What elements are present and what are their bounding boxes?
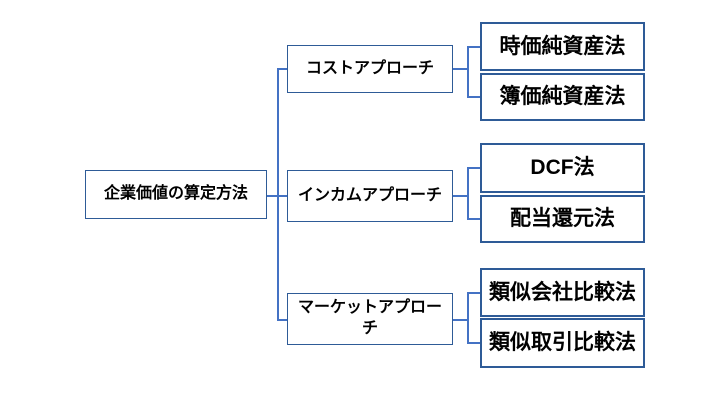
connector-income-horizontal	[453, 195, 468, 197]
market-approach-label: マーケットアプロー チ	[297, 299, 442, 337]
connector-stub-comparable-transaction	[467, 342, 480, 344]
node-dcf-method: DCF法	[480, 143, 645, 193]
connector-stub-dividend-reduction	[467, 218, 480, 220]
connector-income-bracket	[467, 167, 469, 219]
cost-approach-label: コストアプローチ	[305, 59, 434, 77]
dividend-reduction-label: 配当還元法	[510, 207, 615, 231]
connector-market-horizontal	[453, 319, 468, 321]
dcf-method-label: DCF法	[530, 156, 595, 180]
connector-stub-market	[277, 319, 287, 321]
connector-cost-horizontal	[453, 68, 468, 70]
connector-root-horizontal	[267, 195, 278, 197]
comparable-company-label: 類似会社比較法	[489, 280, 636, 304]
connector-cost-bracket	[467, 46, 469, 97]
market-value-net-asset-label: 時価純資産法	[499, 34, 626, 58]
connector-stub-book-value-net-asset	[467, 96, 480, 98]
node-comparable-company-method: 類似会社比較法	[480, 268, 645, 317]
connector-stub-market-value-net-asset	[467, 46, 480, 48]
connector-stub-comparable-company	[467, 292, 480, 294]
income-approach-label: インカムアプローチ	[297, 186, 442, 204]
connector-market-bracket	[467, 292, 469, 344]
root-node-label: 企業価値の算定方法	[103, 185, 248, 203]
node-comparable-transaction-method: 類似取引比較法	[480, 318, 645, 368]
connector-stub-dcf	[467, 167, 480, 169]
node-book-value-net-asset-method: 簿価純資産法	[480, 73, 645, 121]
connector-trunk-vertical	[277, 68, 279, 321]
book-value-net-asset-label: 簿価純資産法	[499, 85, 626, 109]
comparable-transaction-label: 類似取引比較法	[489, 331, 636, 355]
node-market-approach: マーケットアプロー チ	[287, 293, 453, 345]
node-dividend-reduction-method: 配当還元法	[480, 195, 645, 243]
connector-stub-income	[277, 195, 287, 197]
root-node: 企業価値の算定方法	[85, 170, 267, 219]
node-market-value-net-asset-method: 時価純資産法	[480, 22, 645, 71]
node-cost-approach: コストアプローチ	[287, 45, 453, 93]
node-income-approach: インカムアプローチ	[287, 170, 453, 222]
connector-stub-cost	[277, 68, 287, 70]
